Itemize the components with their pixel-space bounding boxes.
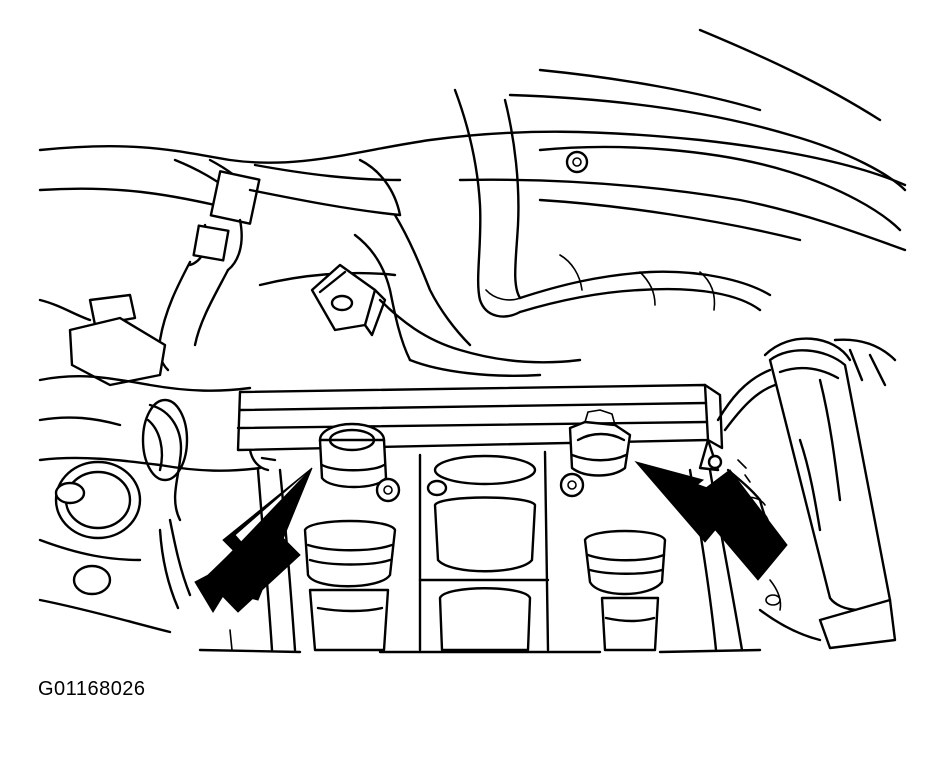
- injector-right: [559, 409, 667, 652]
- intake-housing: [258, 213, 582, 377]
- figure-id-label: G01168026: [38, 678, 146, 700]
- upper-hose: [453, 88, 772, 318]
- callout-arrow-left: [194, 467, 313, 613]
- upper-body-contours: [38, 28, 907, 252]
- callout-arrow-right: [634, 460, 788, 581]
- left-harness: [158, 158, 402, 372]
- left-round-port: [38, 460, 172, 634]
- injector-left: [303, 422, 401, 652]
- bottom-edge: [198, 629, 762, 654]
- cylinder-head-center: [256, 450, 744, 652]
- left-connector-block: [38, 293, 262, 610]
